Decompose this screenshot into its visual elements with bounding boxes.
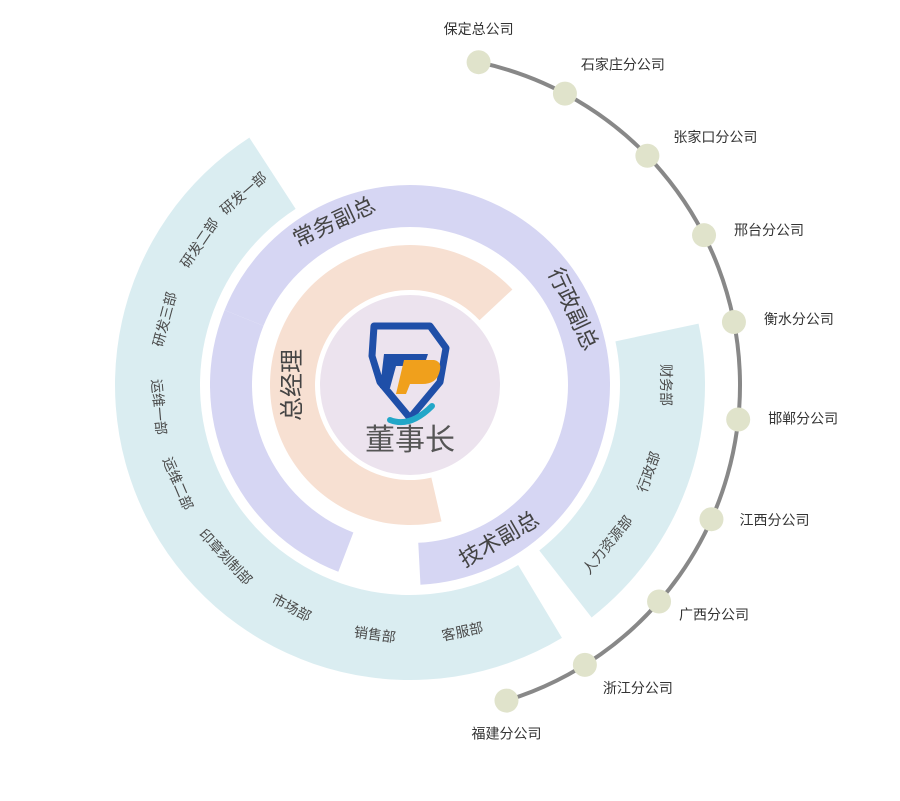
branch-node xyxy=(635,143,660,168)
department-label: 运维一部 xyxy=(148,378,169,435)
gm-band xyxy=(270,245,513,525)
branch-node xyxy=(699,507,724,532)
shield-logo-icon xyxy=(368,322,450,426)
vp-band-executive xyxy=(210,310,354,572)
branch-node xyxy=(726,407,751,432)
branch-label: 邢台分公司 xyxy=(734,223,804,239)
ring-bands xyxy=(115,137,705,680)
branch-label: 石家庄分公司 xyxy=(581,57,665,74)
department-label: 销售部 xyxy=(353,625,397,647)
department-band-left xyxy=(115,137,562,680)
branch-label: 张家口分公司 xyxy=(673,129,757,146)
branch-label: 邯郸分公司 xyxy=(768,411,838,427)
chairman-title: 董事长 xyxy=(365,423,455,458)
branch-label: 福建分公司 xyxy=(471,727,541,743)
branch-arc: 保定总公司石家庄分公司张家口分公司邢台分公司衡水分公司邯郸分公司江西分公司广西分… xyxy=(444,22,839,742)
center-disc xyxy=(320,295,500,475)
chairman-center: 董事长 xyxy=(320,295,500,475)
department-label: 财务部 xyxy=(657,364,673,406)
branch-node xyxy=(647,589,672,614)
branch-label: 保定总公司 xyxy=(444,22,514,38)
branch-node xyxy=(721,310,746,335)
branch-node xyxy=(692,223,717,248)
general-manager-label: 总经理 xyxy=(278,349,306,421)
branch-node xyxy=(572,652,597,677)
department-band-right xyxy=(539,323,705,618)
branch-label: 江西分公司 xyxy=(739,513,809,529)
branch-node xyxy=(552,81,577,106)
branch-node xyxy=(494,688,519,713)
branch-label: 浙江分公司 xyxy=(603,681,673,697)
branch-line xyxy=(478,60,743,703)
branch-label: 衡水分公司 xyxy=(764,312,834,328)
branch-label: 广西分公司 xyxy=(679,607,749,623)
branch-node xyxy=(466,50,491,75)
